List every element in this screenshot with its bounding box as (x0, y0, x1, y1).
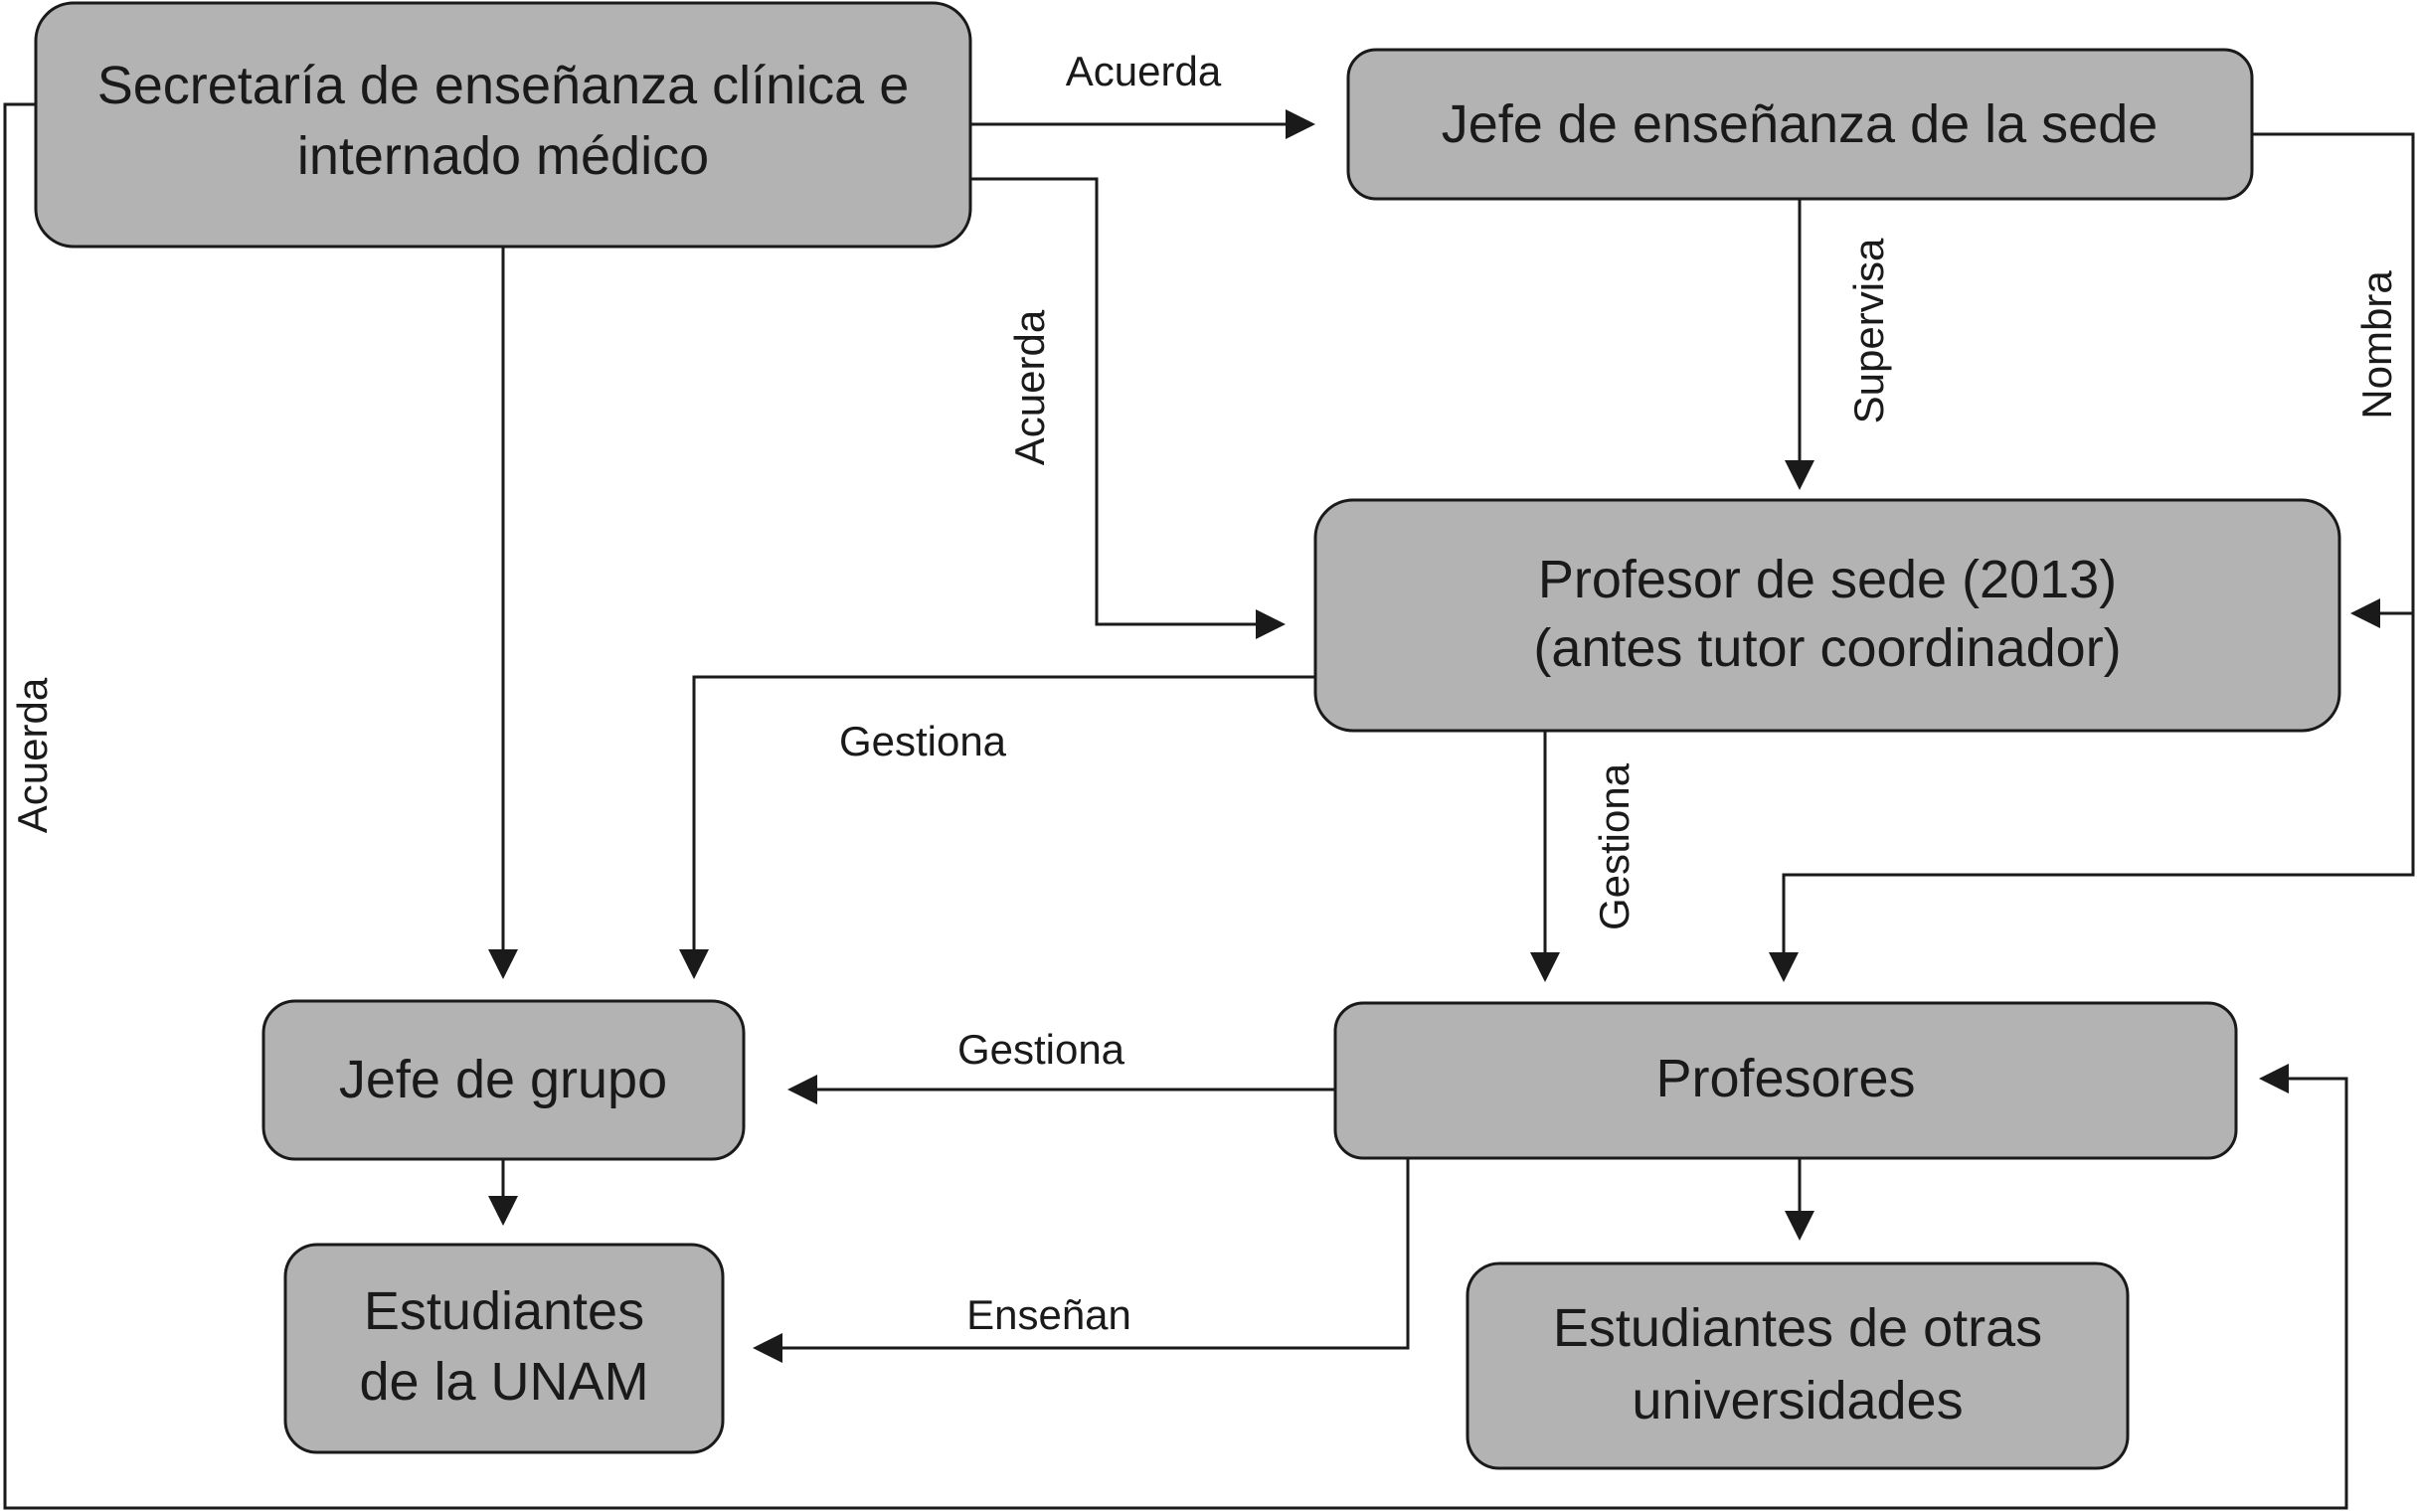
node-estudiantes-unam-line-1: Estudiantes (364, 1281, 644, 1341)
edge-label-supervisa: Supervisa (1845, 238, 1892, 423)
edge-label-nombra: Nombra (2353, 270, 2400, 420)
node-jefe-grupo-line-1: Jefe de grupo (339, 1050, 667, 1109)
node-jefe-ensenanza-line-1: Jefe de enseñanza de la sede (1442, 94, 2158, 154)
node-profesor-sede-line-2: (antes tutor coordinador) (1533, 618, 2121, 678)
node-profesores: Profesores (1333, 1001, 2238, 1160)
edge-label-gestiona-left: Gestiona (839, 718, 1007, 764)
edge-nombra-to-profesores (1769, 613, 2415, 982)
node-profesor-sede: Profesor de sede (2013) (antes tutor coo… (1313, 498, 2341, 733)
edge-label-acuerda-vertical: Acuerda (1006, 309, 1053, 465)
edge-label-acuerda-left: Acuerda (9, 677, 56, 833)
node-secretaria-line-1: Secretaría de enseñanza clínica e (97, 56, 910, 115)
edge-label-acuerda-top: Acuerda (1066, 48, 1222, 94)
edge-secretaria-to-profesor-sede (970, 177, 1286, 639)
edge-secretaria-to-profesores (3, 102, 2348, 1510)
node-estudiantes-otras-line-2: universidades (1632, 1371, 1963, 1430)
node-jefe-ensenanza: Jefe de enseñanza de la sede (1346, 48, 2254, 201)
node-profesores-line-1: Profesores (1655, 1049, 1915, 1108)
node-estudiantes-unam-line-2: de la UNAM (359, 1352, 648, 1412)
node-secretaria: Secretaría de enseñanza clínica e intern… (34, 1, 972, 249)
node-profesor-sede-line-1: Profesor de sede (2013) (1538, 550, 2117, 609)
edge-label-ensenan: Enseñan (966, 1291, 1131, 1338)
edge-label-gestiona-vertical: Gestiona (1591, 762, 1638, 930)
edge-profesores-to-estudiantes-unam (753, 1158, 1410, 1363)
node-estudiantes-unam: Estudiantes de la UNAM (283, 1243, 725, 1454)
node-estudiantes-otras-line-1: Estudiantes de otras (1553, 1298, 2042, 1358)
node-jefe-grupo: Jefe de grupo (261, 999, 746, 1161)
node-estudiantes-otras: Estudiantes de otras universidades (1466, 1261, 2130, 1470)
node-secretaria-line-2: internado médico (297, 126, 709, 186)
edge-jefe-ensenanza-nombra (2252, 132, 2415, 628)
edge-label-gestiona-bottom: Gestiona (957, 1026, 1125, 1073)
edge-profesor-sede-to-jefe-grupo (679, 675, 1315, 979)
